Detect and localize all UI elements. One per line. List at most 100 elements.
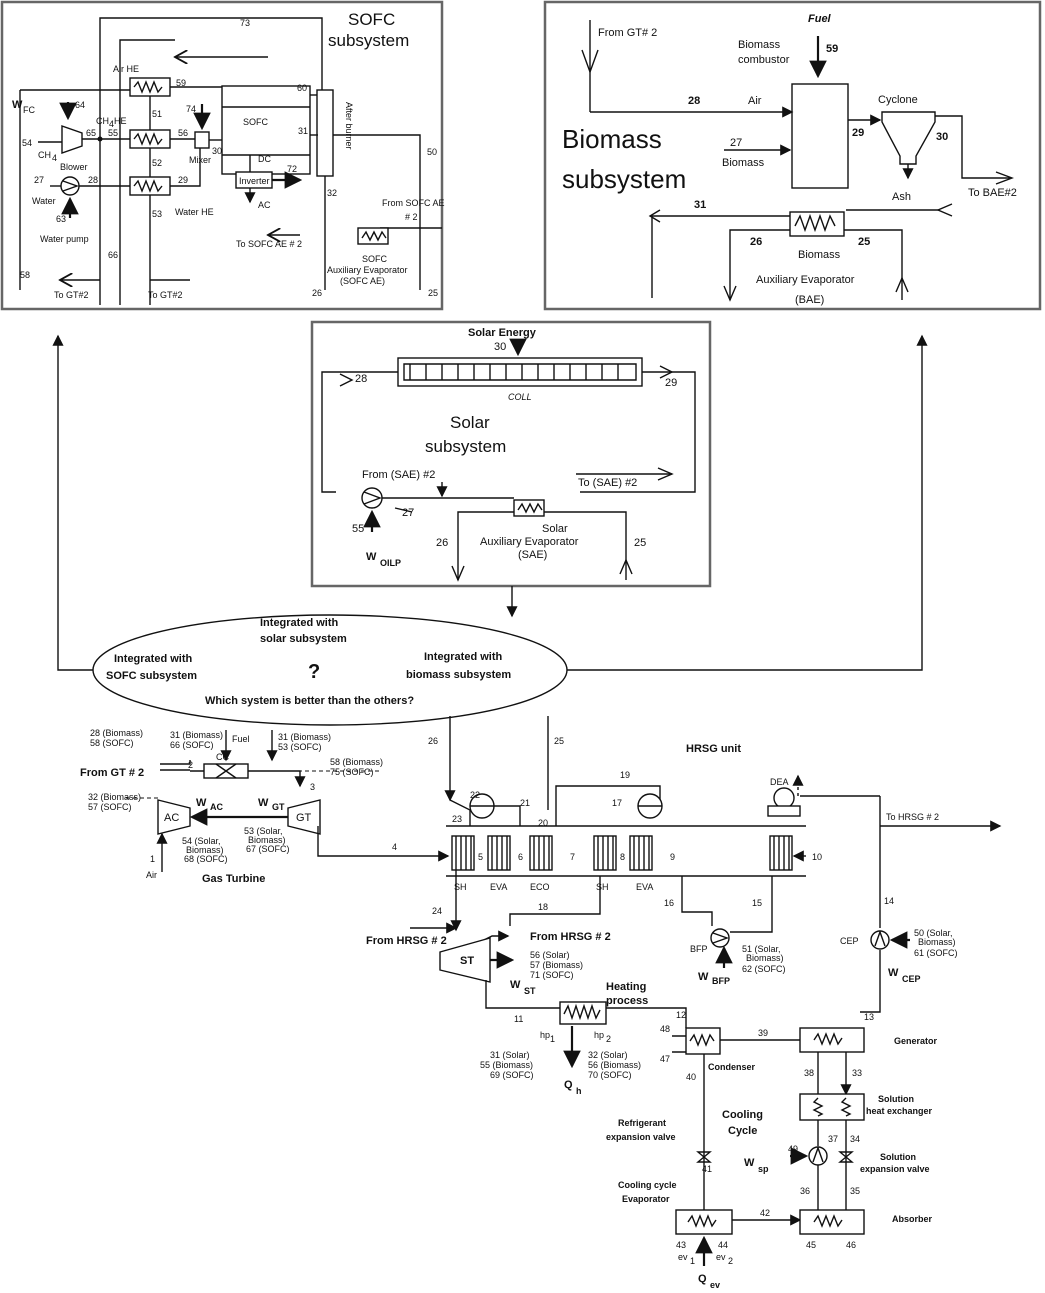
refexp-2: expansion valve [606,1132,676,1142]
woilp-w: W [366,551,377,563]
from-gt-label: From GT# 2 [598,27,657,39]
combustor-label-1: Biomass [738,39,781,51]
sofc-n51: 51 [152,109,162,119]
pl-56b: 56 (Biomass) [588,1060,641,1070]
sofc-n56: 56 [178,128,188,138]
q-solar-2: solar subsystem [260,633,347,645]
pl-51b: Biomass) [746,953,784,963]
sofc-n73: 73 [240,18,250,28]
q-sofc-1: Integrated with [114,653,193,665]
wcep-sub: CEP [902,974,921,984]
sofc-n53: 53 [152,209,162,219]
sh1-label: SH [454,882,467,892]
to-gt-2: To GT#2 [148,290,183,300]
sofc-n52: 52 [152,158,162,168]
pl-55b: 55 (Biomass) [480,1060,533,1070]
pl-n6: 6 [518,852,523,862]
question-ellipse [92,614,568,726]
pl-n20: 20 [538,818,548,828]
hp2: hp [594,1030,604,1040]
ch4-label: CH [38,150,51,160]
steam-turbine [439,937,491,983]
wst-sub: ST [524,986,536,996]
solar-n26: 26 [436,537,448,549]
qh-q: Q [564,1079,573,1091]
pl-32s: 32 (Solar) [588,1050,628,1060]
sofc-n55: 55 [108,128,118,138]
pl-n3: 3 [310,782,315,792]
sofc-ae-label-3: (SOFC AE) [340,276,385,286]
air-he-label: Air HE [113,64,139,74]
fuel-label: Fuel [808,13,832,25]
biomass-title-2: subsystem [562,164,686,194]
combustor-label-2: combustor [738,54,790,66]
sofc-n32: 32 [327,188,337,198]
ash-label: Ash [892,191,911,203]
solar-energy-label: Solar Energy [468,327,537,339]
qev-sub: ev [710,1280,720,1290]
pl-50a: 50 (Solar, [914,928,953,938]
solexp-2: expansion valve [860,1164,930,1174]
ac-label: AC [164,812,179,824]
sh2-label: SH [596,882,609,892]
solar-n55: 55 [352,523,364,535]
pl-53a: 53 (Solar, [244,826,283,836]
eva1-label: EVA [490,882,507,892]
pl-n24: 24 [432,906,442,916]
pl-n15: 15 [752,898,762,908]
pl-n22: 22 [470,790,480,800]
eco-label: ECO [530,882,550,892]
shx-1: Solution [878,1094,914,1104]
pl-69: 69 (SOFC) [490,1070,534,1080]
ch4-he-tail: HE [114,116,127,126]
eva2-label: EVA [636,882,653,892]
solar-n27: 27 [402,507,414,519]
pl-n11: 11 [514,1014,523,1024]
pl-n2: 2 [188,760,193,770]
pl-67: 67 (SOFC) [246,844,290,854]
sofc-n66: 66 [108,250,118,260]
wsp-sub: sp [758,1164,769,1174]
solar-title-2: subsystem [425,437,506,456]
pl-n1: 1 [150,854,155,864]
pl-n39: 39 [758,1028,768,1038]
cooling-evaporator [675,1209,733,1235]
heating-2: process [606,995,648,1007]
condenser [685,1027,721,1055]
after-burner [316,89,334,177]
q-which: Which system is better than the others? [205,695,414,707]
bae-label-3: (BAE) [795,294,824,306]
solar-collector [397,357,643,387]
bae-label-2: Auxiliary Evaporator [756,274,855,286]
solar-n25: 25 [634,537,646,549]
wgt-sub: GT [272,802,285,812]
absorber-label: Absorber [892,1214,933,1224]
biomass-combustor [791,83,849,189]
pl-50b: Biomass) [918,937,956,947]
pl-53b: Biomass) [248,835,286,845]
wfc-sub: FC [23,105,35,115]
pl-62: 62 (SOFC) [742,964,786,974]
pl-54a: 54 (Solar, [182,836,221,846]
pl-53sofc: 53 (SOFC) [278,742,322,752]
pl-n7: 7 [570,852,575,862]
from-sae-label: From (SAE) #2 [362,469,435,481]
wac-w: W [196,797,207,809]
ev1: ev [678,1252,688,1262]
pl-n38: 38 [804,1068,814,1078]
bio-n59: 59 [826,43,838,55]
bfp-label: BFP [690,944,708,954]
biomass-in-label: Biomass [722,157,765,169]
pl-n17: 17 [612,798,622,808]
dea-label: DEA [770,777,789,787]
sofc-ae-label-1: SOFC [362,254,388,264]
air-label: Air [748,95,762,107]
sofc-n63: 63 [56,214,66,224]
pl-n5: 5 [478,852,483,862]
wac-sub: AC [210,802,223,812]
biomass-subsystem-panel: From GT# 2 Fuel 59 Biomass combustor 28 … [543,0,1042,311]
cep-label: CEP [840,936,859,946]
hrsg-unit-label: HRSG unit [686,743,741,755]
from-gt2: From GT # 2 [80,767,144,779]
